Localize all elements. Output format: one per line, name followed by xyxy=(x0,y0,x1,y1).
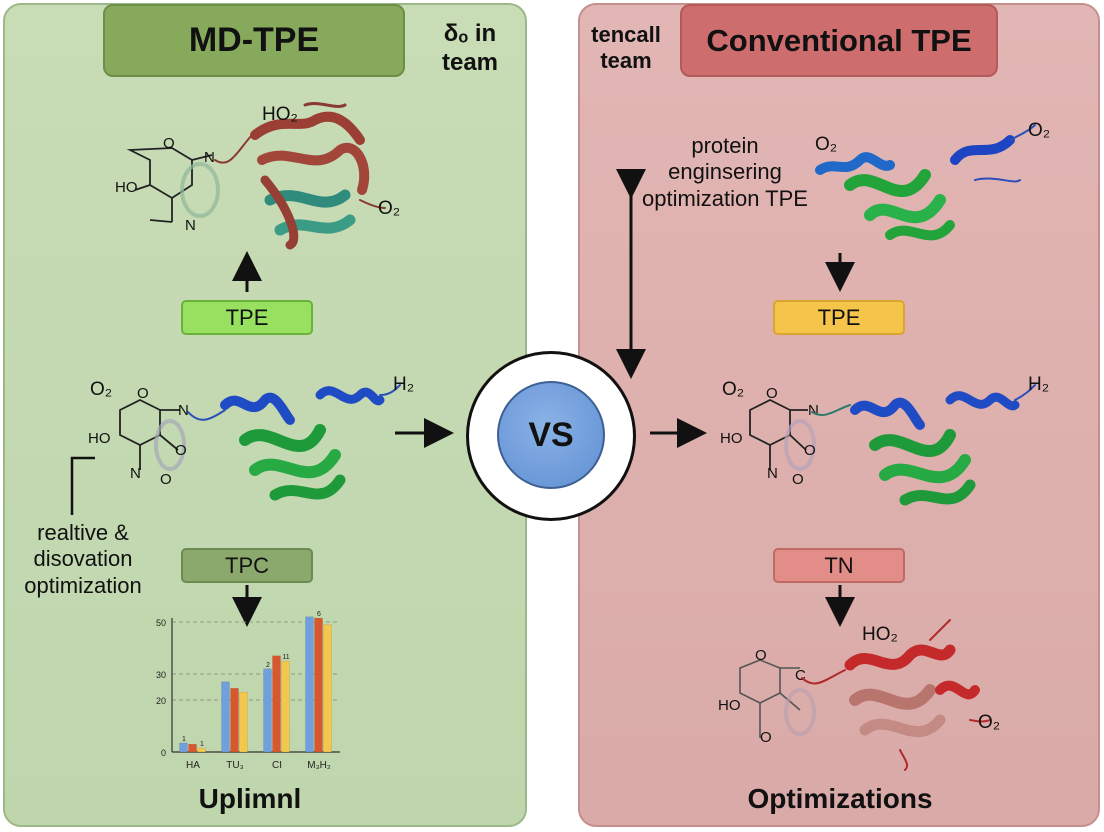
svg-text:N: N xyxy=(185,217,196,234)
molecule-right-bottom xyxy=(739,659,816,738)
svg-text:O: O xyxy=(792,471,804,488)
svg-text:N: N xyxy=(808,402,819,419)
chart-data-label: 2 xyxy=(266,662,270,669)
protein-left-top-label: HO₂ xyxy=(262,104,298,125)
protein-right-top-left: O₂ xyxy=(815,134,837,155)
molecule-left-top xyxy=(126,147,220,223)
protein-right-mid-label: O₂ xyxy=(722,379,744,400)
svg-text:N: N xyxy=(130,465,141,482)
chart-bar xyxy=(221,681,230,753)
left-tpc-tag: TPC xyxy=(181,548,313,583)
protein-left-mid xyxy=(187,384,401,501)
protein-left-mid-side: H₂ xyxy=(393,374,414,395)
protein-right-bottom-side: O₂ xyxy=(978,712,1000,733)
svg-text:N: N xyxy=(178,402,189,419)
md-tpe-title: MD-TPE xyxy=(103,4,405,77)
chart-bar xyxy=(323,624,332,753)
chart-y-tick-label: 0 xyxy=(161,748,166,758)
right-tn-tag: TN xyxy=(773,548,905,583)
chart-bars xyxy=(179,616,332,753)
molecule-right-mid xyxy=(749,398,816,471)
protein-right-top-right: O₂ xyxy=(1028,120,1050,141)
right-tpe-tag: TPE xyxy=(773,300,905,335)
left-team-label: δₒ in team xyxy=(441,20,499,76)
protein-right-top xyxy=(815,124,1036,241)
chart-data-label: 1 xyxy=(182,736,186,743)
chart-x-tick-label: HA xyxy=(186,760,200,771)
protein-left-top xyxy=(214,102,386,250)
svg-text:C: C xyxy=(795,667,806,684)
right-annotation: protein enginsering optimization TPE xyxy=(642,133,808,211)
molecule-left-mid xyxy=(119,398,186,471)
right-team-label: tencall team xyxy=(591,22,661,74)
svg-text:O: O xyxy=(766,385,778,402)
svg-text:O: O xyxy=(804,442,816,459)
chart-data-label: 1 xyxy=(200,741,204,748)
svg-text:O: O xyxy=(760,729,772,746)
left-tpe-tag: TPE xyxy=(181,300,313,335)
svg-text:N: N xyxy=(204,149,215,166)
left-footer-label: Uplimnl xyxy=(198,783,302,814)
svg-text:HO: HO xyxy=(115,179,138,196)
chart-category-labels: HA TU₃ CI M₃H₂ xyxy=(186,760,331,771)
right-footer-label: Optimizations xyxy=(747,783,933,814)
chart-x-tick-label: M₃H₂ xyxy=(307,760,331,771)
protein-right-mid-side: H₂ xyxy=(1028,374,1049,395)
chart-y-tick-label: 20 xyxy=(156,696,166,706)
svg-text:O: O xyxy=(137,385,149,402)
chart-bar xyxy=(239,691,248,753)
protein-left-top-side: O₂ xyxy=(378,198,400,219)
chart-data-label: 6 xyxy=(317,611,321,618)
svg-text:HO: HO xyxy=(88,430,111,447)
left-bracket-line xyxy=(70,456,95,515)
conventional-tpe-title: Conventional TPE xyxy=(680,4,998,77)
svg-text:HO: HO xyxy=(720,430,743,447)
svg-text:O: O xyxy=(755,647,767,664)
chart-tick-labels: 0 20 30 50 xyxy=(156,618,166,758)
chart-bar xyxy=(305,616,314,753)
chart-bar xyxy=(263,668,272,753)
svg-text:N: N xyxy=(767,465,778,482)
chart-x-tick-label: CI xyxy=(272,760,282,771)
chart-bar xyxy=(281,660,290,753)
chart-bar xyxy=(314,617,323,753)
chart-bar xyxy=(230,688,239,753)
svg-text:O: O xyxy=(163,135,175,152)
chart-bar xyxy=(188,743,197,753)
protein-right-bottom xyxy=(801,619,991,771)
protein-right-bottom-label: HO₂ xyxy=(862,624,898,645)
chart-x-tick-label: TU₃ xyxy=(226,760,243,771)
vs-badge: VS xyxy=(497,381,605,489)
protein-left-mid-label: O₂ xyxy=(90,379,112,400)
chart-y-tick-label: 50 xyxy=(156,618,166,628)
chart-bar xyxy=(272,655,281,753)
chart-y-tick-label: 30 xyxy=(156,670,166,680)
svg-text:O: O xyxy=(160,471,172,488)
svg-text:HO: HO xyxy=(718,697,741,714)
protein-right-mid xyxy=(811,384,1036,506)
svg-text:O: O xyxy=(175,442,187,459)
chart-bar xyxy=(197,747,206,753)
left-annotation: realtive & disovation optimization xyxy=(24,520,142,598)
chart-bar xyxy=(179,742,188,753)
chart-data-label: 11 xyxy=(282,654,289,661)
